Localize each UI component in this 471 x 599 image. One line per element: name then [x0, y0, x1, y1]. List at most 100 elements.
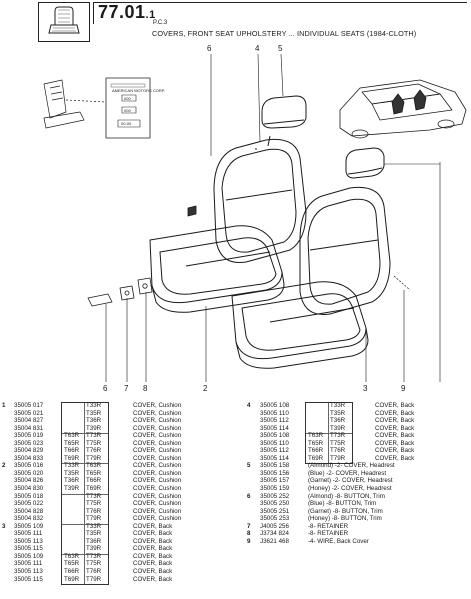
part-number: 35005 253 — [260, 515, 290, 523]
trim-code-2: T73R — [86, 432, 102, 440]
cushion-upper — [149, 225, 285, 313]
part-description: COVER, Back — [133, 575, 173, 583]
trim-code-2: T66R — [86, 477, 102, 485]
part-description: COVER, Back — [375, 432, 415, 440]
part-number: 35005 109 — [14, 522, 44, 530]
section-code: 77.01.1 — [98, 2, 156, 22]
retainer-parts — [87, 205, 197, 307]
page-header: 77.01.1 P.C.3 COVERS, FRONT SEAT UPHOLST… — [0, 0, 471, 42]
part-number: 35005 157 — [260, 477, 290, 485]
trim-code-2: T75R — [86, 560, 102, 568]
item-number: 1 — [2, 402, 6, 409]
parts-row: 35005 115 T69R T79R COVER, Back — [2, 576, 234, 584]
trim-code-2: T35R — [330, 409, 346, 417]
part-number: 35005 111 — [14, 530, 43, 538]
seat-thumbnail-icon — [38, 2, 90, 42]
part-description: COVER, Cushion — [133, 462, 182, 470]
part-number: 35005 016 — [14, 462, 44, 470]
trim-code-1: T69R — [64, 454, 80, 462]
part-number: 35005 022 — [14, 500, 44, 508]
part-description: (Garnet) -2- COVER, Headrest — [308, 477, 393, 485]
callout-5: 5 — [278, 44, 283, 53]
part-description: (Blue) -2- COVER, Headrest — [308, 469, 387, 477]
item-number: 6 — [247, 492, 251, 500]
part-description: COVER, Cushion — [133, 507, 182, 515]
part-number: 35004 830 — [14, 485, 44, 493]
leader-lines — [105, 53, 441, 382]
trim-code-2: T33R — [86, 402, 102, 409]
part-number: 35005 113 — [14, 537, 43, 545]
header-divider — [93, 2, 94, 24]
seat-diagram-svg: AMERICAN MOTORS CORP. 000 000 00-00 — [43, 44, 467, 393]
trim-code-2: T65R — [86, 469, 102, 477]
headrest-upper — [261, 95, 307, 129]
item-number: 4 — [247, 402, 251, 409]
trim-code-2: T76R — [86, 568, 102, 576]
part-number: 35005 110 — [260, 439, 289, 447]
wire-part — [393, 275, 411, 291]
trim-code-1: T63R — [308, 432, 324, 440]
parts-row: 35005 250 (Blue) -8- BUTTON, Trim — [247, 500, 469, 508]
part-number: 35004 829 — [14, 447, 44, 455]
part-number: 35005 023 — [14, 439, 44, 447]
part-number: J3621 468 — [260, 537, 289, 545]
parts-row: 35005 022 T75R COVER, Cushion — [2, 500, 234, 508]
item-number: 8 — [247, 530, 251, 538]
part-description: COVER, Cushion — [133, 500, 182, 508]
part-number: 35005 111 — [14, 560, 43, 568]
part-number: 35005 159 — [260, 485, 290, 493]
part-description: COVER, Back — [133, 537, 173, 545]
trim-code-2: T75R — [86, 500, 102, 508]
trim-code-1: T69R — [64, 575, 80, 583]
seat-detail-inset — [43, 79, 107, 129]
trim-code-1: T65R — [308, 439, 324, 447]
item-number: 9 — [247, 537, 251, 545]
part-description: COVER, Back — [375, 424, 415, 432]
item-number: 7 — [247, 522, 251, 530]
part-description: COVER, Back — [133, 552, 173, 560]
trim-code-2: T79R — [86, 575, 102, 583]
item-number: 2 — [2, 462, 6, 470]
part-number: 35005 115 — [14, 575, 43, 583]
part-number: 35004 832 — [14, 515, 44, 523]
trim-code-2: T33R — [86, 522, 102, 530]
part-number: 35004 833 — [14, 454, 44, 462]
part-number: 35005 020 — [14, 469, 44, 477]
part-number: 35005 021 — [14, 409, 44, 417]
trim-code-1: T33R — [64, 462, 80, 470]
trim-code-2: T73R — [86, 492, 102, 500]
trim-code-2: T39R — [86, 424, 102, 432]
parts-row: 35004 831 T39R COVER, Cushion — [2, 425, 234, 433]
trim-code-2: T39R — [330, 424, 346, 432]
part-number: 35005 250 — [260, 500, 290, 508]
trim-code-2: T36R — [86, 417, 102, 425]
part-description: COVER, Cushion — [133, 485, 182, 493]
part-number: 35005 156 — [260, 469, 290, 477]
part-description: COVER, Cushion — [133, 424, 182, 432]
part-description: (Blue) -8- BUTTON, Trim — [308, 500, 377, 508]
headrest-lower — [345, 147, 385, 179]
part-description: (Almond) -8- BUTTON, Trim — [308, 492, 385, 500]
trim-code-1: T66R — [308, 447, 324, 455]
part-number: 35004 831 — [14, 424, 44, 432]
part-number: 35005 018 — [14, 492, 44, 500]
